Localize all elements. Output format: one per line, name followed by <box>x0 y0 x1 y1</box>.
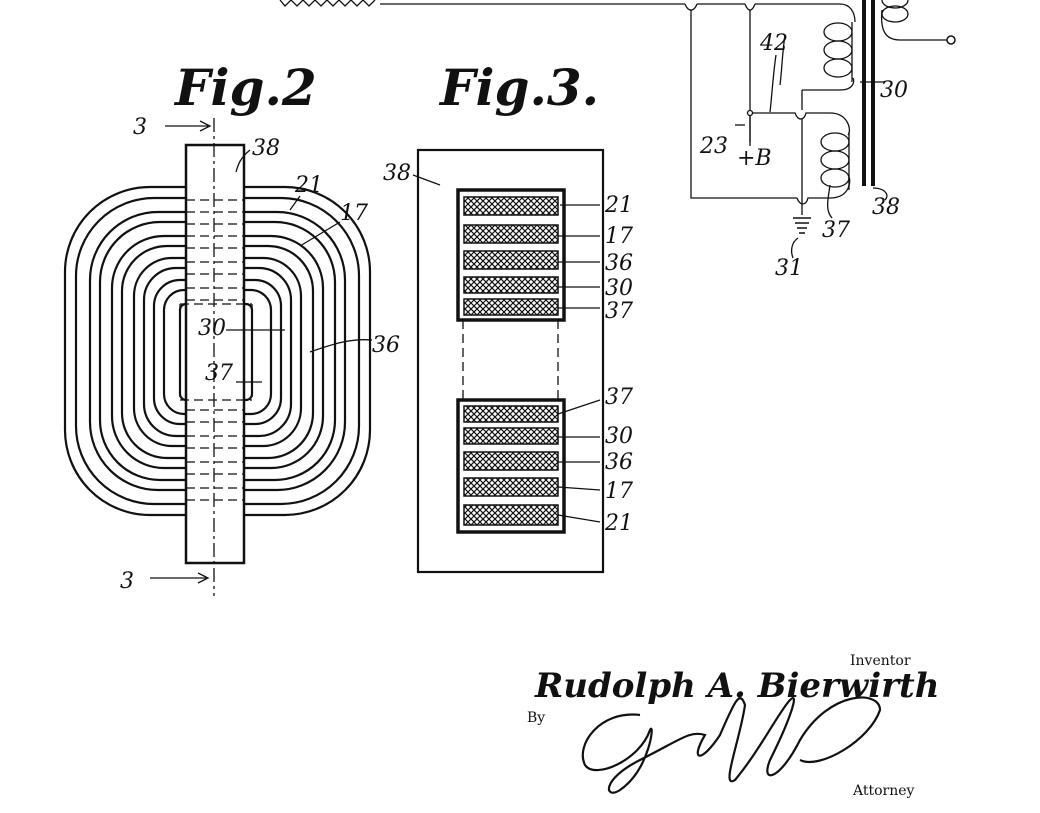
circuit-label-31: 31 <box>775 256 803 281</box>
by-label: By <box>527 710 545 726</box>
fig3-title: Fig.3. <box>438 58 599 117</box>
fig2-label-38: 38 <box>252 136 280 161</box>
circuit-label-30: 30 <box>880 78 908 103</box>
inventor-label: Inventor <box>850 653 911 669</box>
fig2-label-17: 17 <box>340 201 368 226</box>
resistor-fragment <box>279 0 376 7</box>
attorney-signature <box>581 696 882 794</box>
fig3-top-label-3: 36 <box>605 251 633 276</box>
fig2-title: Fig.2 <box>173 58 317 117</box>
circuit-label-b-plus: +B <box>737 146 772 171</box>
fig3-bottom-label-4: 17 <box>605 479 633 504</box>
circuit-label-23: 23 <box>699 134 728 159</box>
fig3-lower-winding <box>456 398 566 534</box>
coil-30-icon <box>823 22 853 82</box>
fig2: Fig.2 3 3 38 21 17 30 <box>63 58 400 596</box>
transformer-core <box>862 0 875 186</box>
fig2-label-21: 21 <box>294 173 323 198</box>
fig2-label-37: 37 <box>205 361 233 386</box>
fig2-label-30: 30 <box>198 316 226 341</box>
secondary-coil-icon <box>880 0 947 41</box>
fig3: Fig.3. 38 21 17 36 30 37 37 <box>383 58 633 574</box>
fig2-label-36: 36 <box>372 333 400 358</box>
attorney-label: Attorney <box>852 783 915 799</box>
fig2-section-top: 3 <box>133 115 147 140</box>
output-terminal-icon <box>946 35 956 45</box>
fig2-core-bar <box>184 143 246 565</box>
fig3-upper-winding <box>456 188 566 322</box>
ground-icon <box>793 217 811 234</box>
fig3-bottom-label-2: 30 <box>605 424 633 449</box>
fig3-bottom-label-3: 36 <box>605 450 633 475</box>
circuit-label-38: 38 <box>872 195 900 220</box>
fig3-label-38: 38 <box>383 161 411 186</box>
fig2-hidden-lines <box>179 199 253 501</box>
fig3-top-label-1: 21 <box>604 193 633 218</box>
fig3-bottom-label-1: 37 <box>605 385 633 410</box>
fig3-top-label-4: 30 <box>605 276 633 301</box>
signature-block: Inventor Rudolph A. Bierwirth By Attorne… <box>527 653 939 799</box>
fig3-top-label-2: 17 <box>605 224 633 249</box>
fig3-top-label-5: 37 <box>605 299 633 324</box>
circuit-label-42: 42 <box>759 31 788 56</box>
fig2-section-bottom: 3 <box>120 569 134 594</box>
coil-37-icon <box>820 132 850 190</box>
circuit-label-37: 37 <box>822 218 850 243</box>
circuit-fragment: 42 23 +B 30 37 38 31 <box>380 0 956 281</box>
fig3-bottom-label-5: 21 <box>604 511 633 536</box>
fig3-core-frame <box>416 148 605 574</box>
